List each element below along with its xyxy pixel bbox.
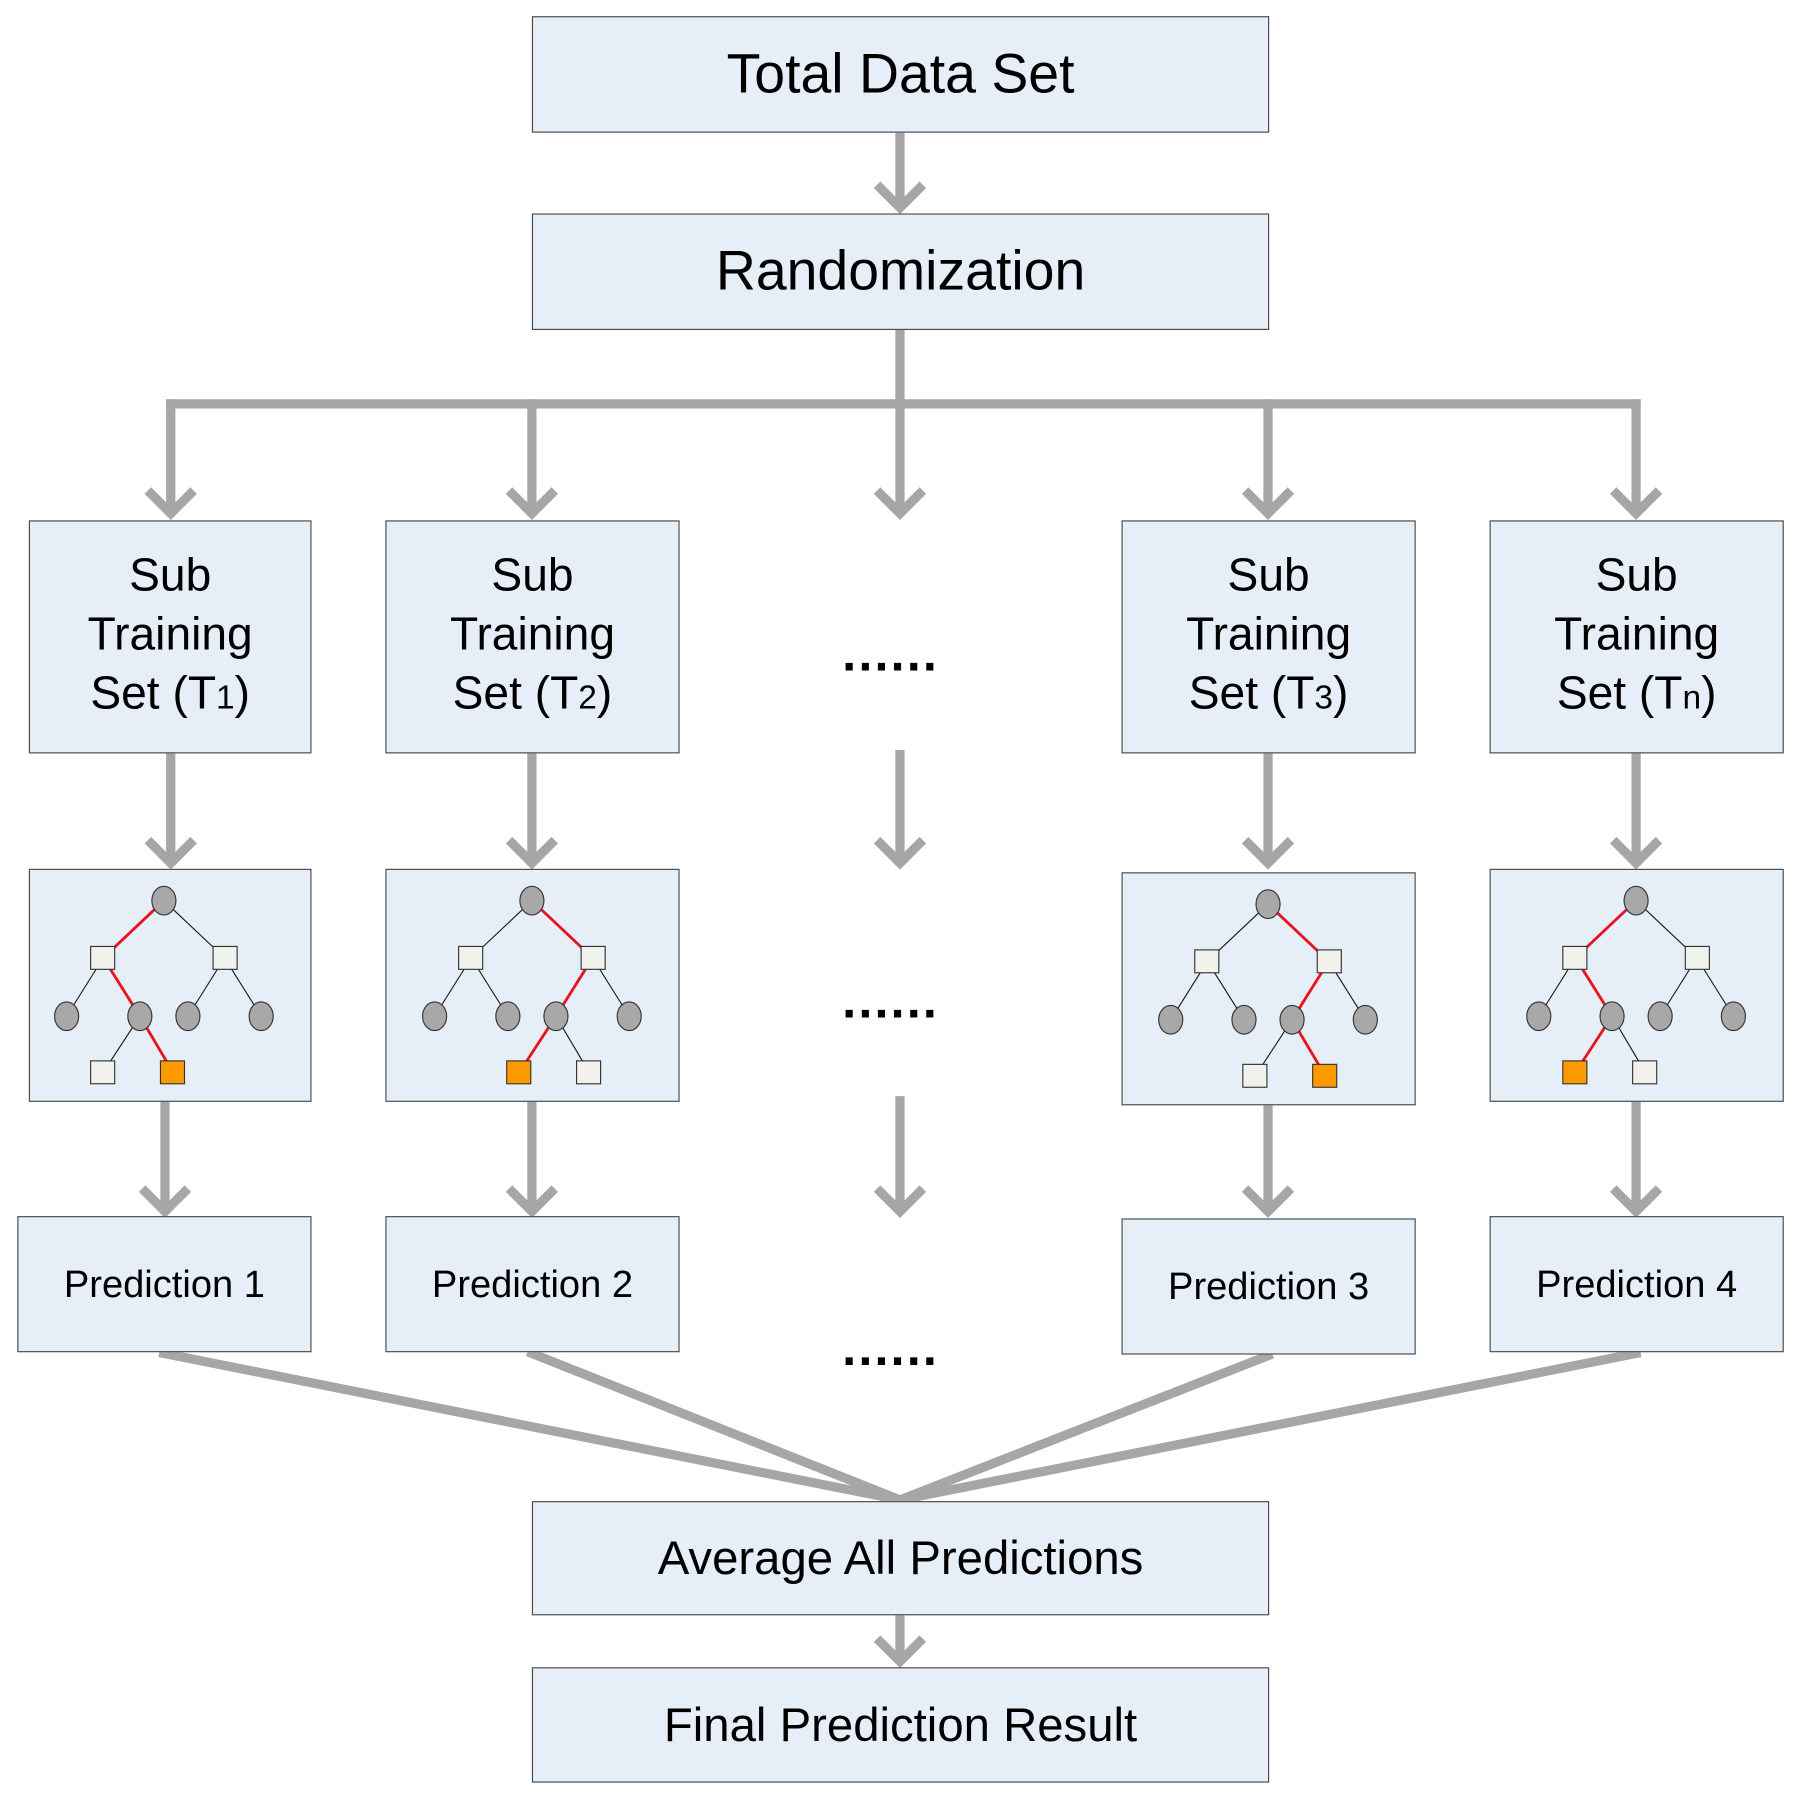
training-label: Training: [1186, 608, 1352, 660]
average-predictions-box: Average All Predictions: [531, 1501, 1270, 1616]
sub-training-set-box-1: Sub Training Set (T1): [28, 520, 312, 754]
set-close-paren: ): [1701, 667, 1717, 719]
training-label: Training: [1554, 608, 1720, 660]
arrow-tree-to-prediction-4-head: [1609, 1185, 1663, 1219]
final-result-box: Final Prediction Result: [531, 1667, 1270, 1783]
set-label: Set (T3): [1189, 664, 1349, 727]
arrow-tree-to-prediction-2-head: [505, 1185, 559, 1219]
prediction-label: Prediction 4: [1536, 1262, 1738, 1305]
average-predictions-label: Average All Predictions: [657, 1531, 1144, 1585]
prediction-box-3: Prediction 3: [1121, 1218, 1416, 1355]
arrow-tree-to-prediction-1-head: [138, 1185, 192, 1219]
decision-tree-box-2: [385, 868, 680, 1102]
randomization-label: Randomization: [715, 241, 1086, 303]
ellipsis-predictions: ……: [839, 1319, 939, 1377]
arrow-total-to-randomization-head: [873, 181, 927, 215]
final-result-label: Final Prediction Result: [663, 1697, 1138, 1751]
total-data-set-box: Total Data Set: [531, 16, 1270, 133]
prediction-label: Prediction 3: [1168, 1264, 1370, 1308]
sub-training-set-box-2: Sub Training Set (T2): [385, 520, 680, 754]
arrow-middle-tree-to-prediction-head: [873, 1185, 927, 1219]
set-subscript: n: [1682, 679, 1702, 716]
sub-label: Sub: [129, 549, 212, 601]
line-prediction-to-average-4: [894, 1347, 1642, 1506]
sub-label: Sub: [1595, 549, 1678, 601]
set-label: Set (Tn): [1557, 664, 1717, 727]
set-close-paren: ): [1333, 667, 1349, 719]
decision-tree-box-4: [1489, 868, 1784, 1102]
arrow-set-to-tree-1-head: [144, 836, 197, 870]
prediction-box-2: Prediction 2: [385, 1216, 680, 1353]
training-label: Training: [449, 608, 615, 660]
set-word: Set (T: [1188, 667, 1315, 719]
randomization-box: Randomization: [531, 213, 1270, 330]
set-subscript: 2: [578, 679, 597, 716]
arrow-branch-4-head: [1241, 487, 1295, 520]
sub-training-set-box-3: Sub Training Set (T3): [1121, 520, 1416, 754]
decision-tree-icon: [1158, 889, 1378, 1088]
set-label: Set (T2): [453, 664, 613, 727]
arrow-set-to-tree-4-head: [1609, 836, 1663, 870]
line-prediction-to-average-3: [893, 1349, 1275, 1506]
arrow-tree-to-prediction-3-head: [1241, 1185, 1295, 1219]
arrow-branch-5-head: [1609, 487, 1663, 520]
ellipsis-trees: ……: [839, 972, 939, 1030]
line-prediction-to-average-2: [525, 1347, 906, 1506]
decision-tree-box-1: [28, 868, 312, 1102]
set-close-paren: ): [596, 667, 613, 719]
set-subscript: 1: [216, 679, 235, 716]
decision-tree-icon: [422, 885, 642, 1085]
set-word: Set (T: [1556, 667, 1683, 719]
set-subscript: 3: [1314, 679, 1334, 716]
arrow-set-to-tree-3-head: [1241, 836, 1295, 870]
arrow-branch-1-head: [144, 487, 197, 520]
set-label: Set (T1): [90, 664, 250, 727]
decision-tree-icon: [54, 885, 274, 1085]
prediction-label: Prediction 2: [431, 1262, 634, 1305]
set-close-paren: ): [234, 667, 251, 719]
set-word: Set (T: [90, 667, 217, 719]
decision-tree-icon: [1526, 885, 1746, 1085]
ellipsis-sets: ……: [839, 625, 939, 682]
prediction-label: Prediction 1: [63, 1262, 265, 1305]
arrow-layer: [138, 129, 1663, 1668]
total-data-set-label: Total Data Set: [726, 43, 1075, 105]
prediction-box-1: Prediction 1: [17, 1216, 312, 1353]
arrow-average-to-final-head: [873, 1635, 927, 1668]
set-word: Set (T: [452, 667, 579, 719]
sub-label: Sub: [491, 549, 574, 601]
prediction-box-4: Prediction 4: [1489, 1216, 1784, 1353]
sub-training-set-box-4: Sub Training Set (Tn): [1489, 520, 1784, 754]
arrow-branch-3-head: [873, 487, 927, 520]
arrow-branch-2-head: [505, 487, 559, 520]
arrow-middle-set-to-tree-head: [873, 836, 927, 870]
arrow-set-to-tree-2-head: [505, 836, 559, 870]
sub-label: Sub: [1227, 549, 1310, 601]
line-prediction-to-average-1: [158, 1347, 906, 1506]
training-label: Training: [87, 608, 253, 660]
decision-tree-box-3: [1121, 872, 1416, 1106]
